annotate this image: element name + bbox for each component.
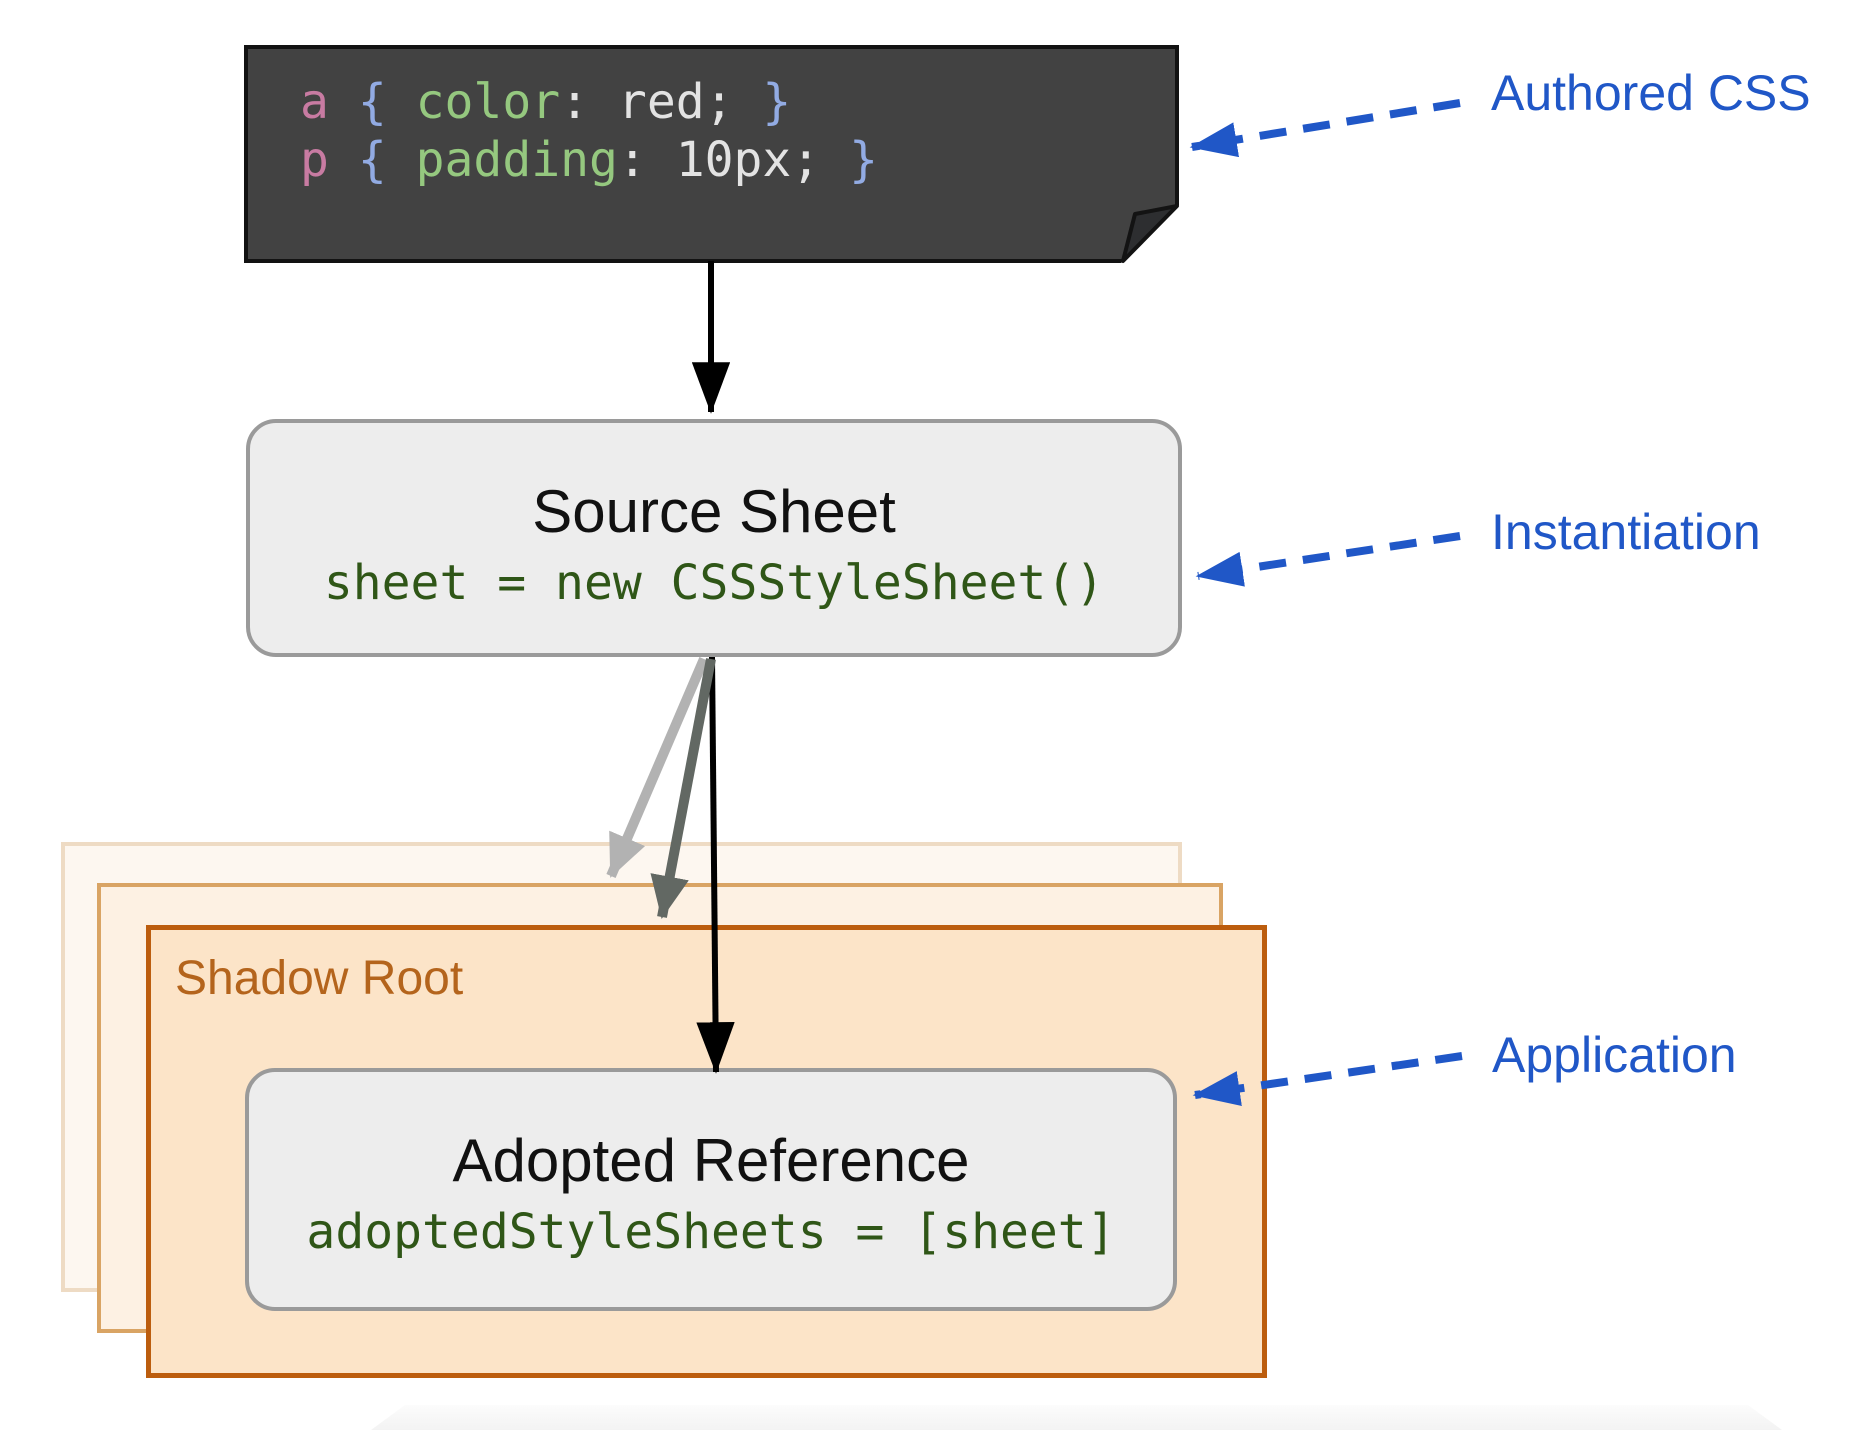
authored-css-annotation: Authored CSS: [1491, 65, 1811, 121]
application-annotation: Application: [1492, 1027, 1737, 1083]
authored-css-note: a { color: red; } p { padding: 10px; }: [244, 45, 1179, 263]
close-brace-token: }: [849, 132, 879, 188]
source-sheet-title: Source Sheet: [532, 478, 896, 545]
close-brace-token: }: [762, 74, 792, 130]
instantiation-annotation: Instantiation: [1491, 504, 1761, 560]
adopted-reference-box: Adopted Reference adoptedStyleSheets = […: [245, 1068, 1177, 1311]
adopted-reference-title: Adopted Reference: [452, 1127, 970, 1194]
authored-css-code: a { color: red; } p { padding: 10px; }: [300, 73, 878, 189]
css-property-token: color: [415, 74, 561, 130]
css-selector-token: p: [300, 132, 329, 188]
adopted-reference-code: adoptedStyleSheets = [sheet]: [306, 1204, 1116, 1260]
source-sheet-code: sheet = new CSSStyleSheet(): [323, 555, 1105, 611]
css-selector-token: a: [300, 74, 329, 130]
bottom-fade-strip: [371, 1405, 1782, 1430]
shadow-root-label: Shadow Root: [175, 952, 464, 1005]
open-brace-token: {: [357, 74, 387, 130]
shadow-root-box: Shadow Root Adopted Reference adoptedSty…: [146, 925, 1267, 1378]
open-brace-token: {: [357, 132, 387, 188]
instantiation-annotation-arrow: [1195, 532, 1461, 587]
css-value-token: : red;: [560, 74, 763, 130]
authored-annotation-arrow: [1189, 99, 1461, 158]
css-property-token: padding: [415, 132, 618, 188]
source-sheet-box: Source Sheet sheet = new CSSStyleSheet(): [246, 419, 1182, 657]
css-value-token: : 10px;: [617, 132, 850, 188]
